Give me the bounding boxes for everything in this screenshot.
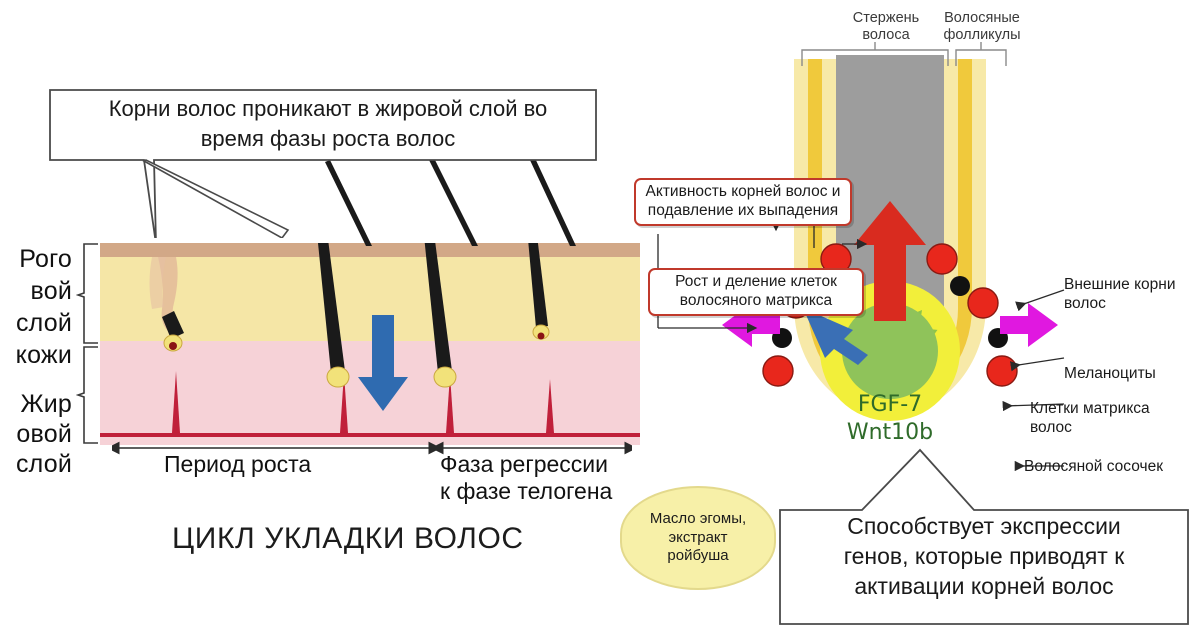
- top-callout-line1: Корни волос проникают в жировой слой во: [108, 96, 548, 121]
- red-callout-growth: Рост и деление клеток волосяного матрикс…: [648, 268, 864, 316]
- red-callout-activity-line2: подавление их выпадения: [647, 202, 839, 219]
- red-callout-growth-line2: волосяного матрикса: [679, 292, 833, 309]
- oval-note-line3: ройбуша: [667, 547, 729, 565]
- layer-label-lower-line3: слой: [15, 450, 72, 478]
- oval-note-line2: экстракт: [668, 528, 728, 546]
- top-label-follicle-line2: фолликулы: [943, 27, 1021, 43]
- bottom-callout-line1: Способствует экспрессии: [847, 513, 1121, 539]
- layer-label-upper-line2: вой: [30, 277, 72, 305]
- top-anatomy-brackets: [801, 42, 1007, 66]
- layer-label-upper-line3: слой: [15, 309, 72, 337]
- blue-arrow: [803, 308, 868, 365]
- bottom-callout-line3: активации корней волос: [854, 573, 1114, 599]
- phase-measure-arrows: [112, 441, 632, 455]
- top-label-follicle-line1: Волосяные: [944, 10, 1020, 26]
- side-label-melanocytes: Меланоциты: [1064, 365, 1156, 382]
- right-side-leader-lines: [1002, 289, 1065, 472]
- layer-label-upper-line1: Рого: [19, 245, 72, 273]
- red-up-arrow: [854, 201, 926, 321]
- red-callout-activity: Активность корней волос и подавление их …: [634, 178, 852, 226]
- side-label-papilla: Волосяной сосочек: [1024, 458, 1163, 475]
- skin-cross-section-illustration: [100, 243, 640, 445]
- phase-label-regression-line2: к фазе телогена: [440, 478, 613, 504]
- layer-label-upper-line4: кожи: [15, 341, 72, 369]
- side-label-matrix-line1: Клетки матрикса: [1030, 400, 1150, 417]
- top-callout-bubble-shape: [49, 89, 597, 238]
- side-label-outer-root-line2: волос: [1064, 295, 1106, 312]
- side-label-outer-root-line1: Внешние корни: [1064, 276, 1176, 293]
- layer-label-lower-line1: Жир: [20, 390, 72, 418]
- layer-label-lower-line2: овой: [16, 420, 72, 448]
- top-label-shaft-line2: волоса: [862, 27, 910, 43]
- red-callout-activity-line1: Активность корней волос и: [645, 183, 841, 201]
- top-label-shaft-line1: Стержень: [852, 10, 920, 26]
- hair-shafts-above-skin: [325, 160, 576, 246]
- phase-label-growth: Период роста: [164, 451, 312, 477]
- oval-note-line1: Масло эгомы,: [649, 509, 747, 527]
- red-callout-growth-line1: Рост и деление клеток: [675, 273, 837, 291]
- skin-layer-brackets: [76, 243, 98, 444]
- cycle-title: ЦИКЛ УКЛАДКИ ВОЛОС: [172, 522, 524, 555]
- side-label-matrix-line2: волос: [1030, 419, 1072, 436]
- bottom-callout-line2: генов, которые приводят к: [843, 543, 1125, 569]
- phase-label-regression-line1: Фаза регрессии: [440, 451, 608, 477]
- gene-label-wnt10b: Wnt10b: [846, 420, 934, 445]
- oval-note-ingredients: Масло эгомы, экстракт ройбуша: [620, 486, 776, 590]
- bottom-callout-bubble-shape: [779, 448, 1189, 625]
- gene-label-fgf7: FGF-7: [857, 392, 923, 417]
- top-callout-line2: время фазы роста волос: [200, 126, 456, 151]
- growth-direction-arrow: [358, 315, 408, 411]
